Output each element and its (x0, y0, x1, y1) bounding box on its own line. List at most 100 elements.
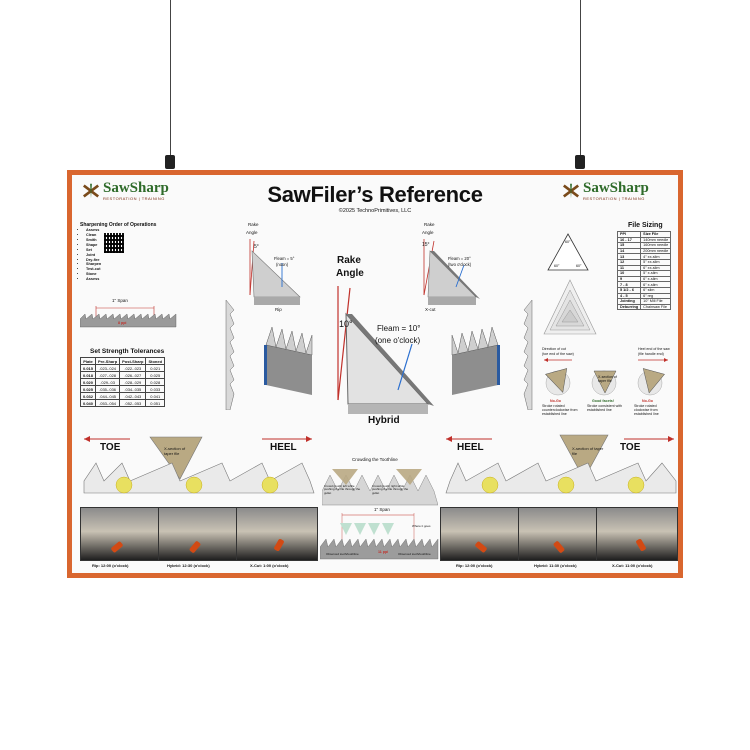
caption-rip-left: Rip: 12:00 (o'clock) (92, 563, 129, 568)
hybrid-rake-deg: 10° (339, 319, 353, 329)
photo-hybrid-left (158, 507, 238, 561)
copyright: ©2025 TechnoPrimitives, LLC (338, 208, 412, 214)
teeth-render-left (264, 326, 313, 395)
xcut-fleam: Fleam = 20° (448, 256, 471, 261)
xcut-rake-deg: 15° (422, 242, 430, 248)
ops-item: Joint (86, 253, 170, 258)
xcut-diagram (423, 239, 480, 305)
file-angle-left: 60° (554, 264, 560, 268)
col-header: Stoned (145, 357, 166, 365)
toe-label-left: TOE (100, 442, 121, 453)
good-facets-sub: Stroke consistent with established line (587, 404, 622, 413)
poster: SawSharp RESTORATION | TRAINING SawSharp… (67, 170, 683, 578)
caption-xcut-right: X-Cut: 11:00 (o'clock) (612, 563, 653, 568)
hanging-wire-right (580, 0, 581, 160)
nogo-right: No-Go (642, 399, 653, 403)
crowding-span-label: 1" Span (374, 507, 390, 512)
crowding-title: Crowding the Toothline (352, 457, 398, 462)
rip-fleam: Fleam = 5° (274, 256, 295, 261)
ops-item: Set (86, 248, 170, 253)
ops-item: Dry-fire (86, 258, 170, 263)
col-header: Post-Sharp (119, 357, 147, 365)
poster-canvas: SawSharp RESTORATION | TRAINING SawSharp… (72, 175, 678, 573)
col-header: Pre-Sharp (95, 357, 121, 365)
caption-hybrid-right: Hybrid: 11:30 (o'clock) (534, 563, 577, 568)
ops-item: Assess (86, 228, 170, 233)
tolerances-table: Plate Pre-Sharp Post-Sharp Stoned 0.015.… (79, 357, 166, 407)
orientation-left-diagram (83, 436, 315, 494)
crossed-saws-icon (562, 183, 580, 199)
crowding-where: Where it goes (412, 524, 431, 528)
xsection-label-left: X-section of taper file (164, 446, 186, 456)
crowding-diagram (322, 469, 438, 506)
rip-diagram (249, 239, 301, 305)
orientation-right-diagram (445, 434, 677, 494)
crossed-saws-icon (82, 183, 100, 199)
photo-xcut-left (236, 507, 318, 561)
photo-rip-right (440, 507, 520, 561)
cut-direction-sub: (toe end of the saw) (542, 352, 574, 356)
facet-diagrams (545, 368, 665, 396)
nogo-right-sub: Stroke rotated clockwise from establishe… (634, 404, 659, 417)
facet-xsection-label: X-section of taper file (598, 375, 617, 384)
file-triangle (547, 233, 589, 271)
nogo-left: No-Go (550, 399, 561, 403)
brand-name: SawSharp (103, 180, 169, 196)
direction-arrows (544, 358, 668, 362)
rip-name: Rip (275, 307, 282, 312)
cut-direction-label: Direction of cut (542, 347, 566, 351)
xcut-clock: (two o'clock) (448, 262, 472, 267)
tooth-profile-render (523, 300, 533, 410)
hybrid-rake-label: Rake (337, 255, 361, 266)
xcut-name: X-cut (425, 307, 436, 312)
nested-file-triangles (543, 279, 597, 335)
crowding-right-feedback: Observed tooth/toothline (398, 552, 431, 556)
ops-item: Clean (86, 233, 170, 238)
crowd-left-note: Crowd (push) left while pushing the file… (324, 484, 361, 495)
heel-label-left: HEEL (270, 442, 297, 453)
photo-hybrid-right (518, 507, 598, 561)
xsection-label-right: X-section of taper file (572, 446, 604, 456)
crowding-span-diagram (320, 513, 439, 560)
brand-logo-left: SawSharp RESTORATION | TRAINING (82, 181, 169, 201)
xcut-rake-label: Rake (424, 222, 435, 227)
file-angle-right: 60° (576, 264, 582, 268)
crowding-ppi: 11 ppi (378, 550, 389, 554)
brand-logo-right: SawSharp RESTORATION | TRAINING (562, 181, 649, 201)
hybrid-fleam: Fleam = 10° (377, 324, 421, 333)
crowding-left-feedback: Observed tooth/toothline (326, 552, 359, 556)
ops-item: Stone (86, 272, 170, 277)
span-count: 8 ppi (118, 321, 127, 325)
ops-list: Assess Clean Smith Shape Set Joint Dry-f… (80, 228, 170, 282)
ops-item: Smith (86, 238, 170, 243)
brand-tagline: RESTORATION | TRAINING (583, 196, 645, 201)
brand-name: SawSharp (583, 180, 649, 196)
col-header: Plate (79, 357, 97, 365)
nogo-left-sub: Stroke rotated counterclockwise from est… (542, 404, 578, 417)
poster-title: SawFiler’s Reference (267, 182, 483, 207)
ops-item: Shape (86, 243, 170, 248)
rip-angle-label: Angle (246, 230, 258, 235)
hybrid-clock: (one o'clock) (375, 336, 421, 345)
brand-tagline: RESTORATION | TRAINING (103, 196, 165, 201)
rip-rake-label: Rake (248, 222, 259, 227)
photo-xcut-right (596, 507, 678, 561)
ops-item: Assess (86, 277, 170, 282)
heel-end-label: Heel end of the saw (638, 347, 670, 351)
ops-title: Sharpening Order of Operations (80, 222, 157, 228)
ops-item: Test-cut (86, 267, 170, 272)
